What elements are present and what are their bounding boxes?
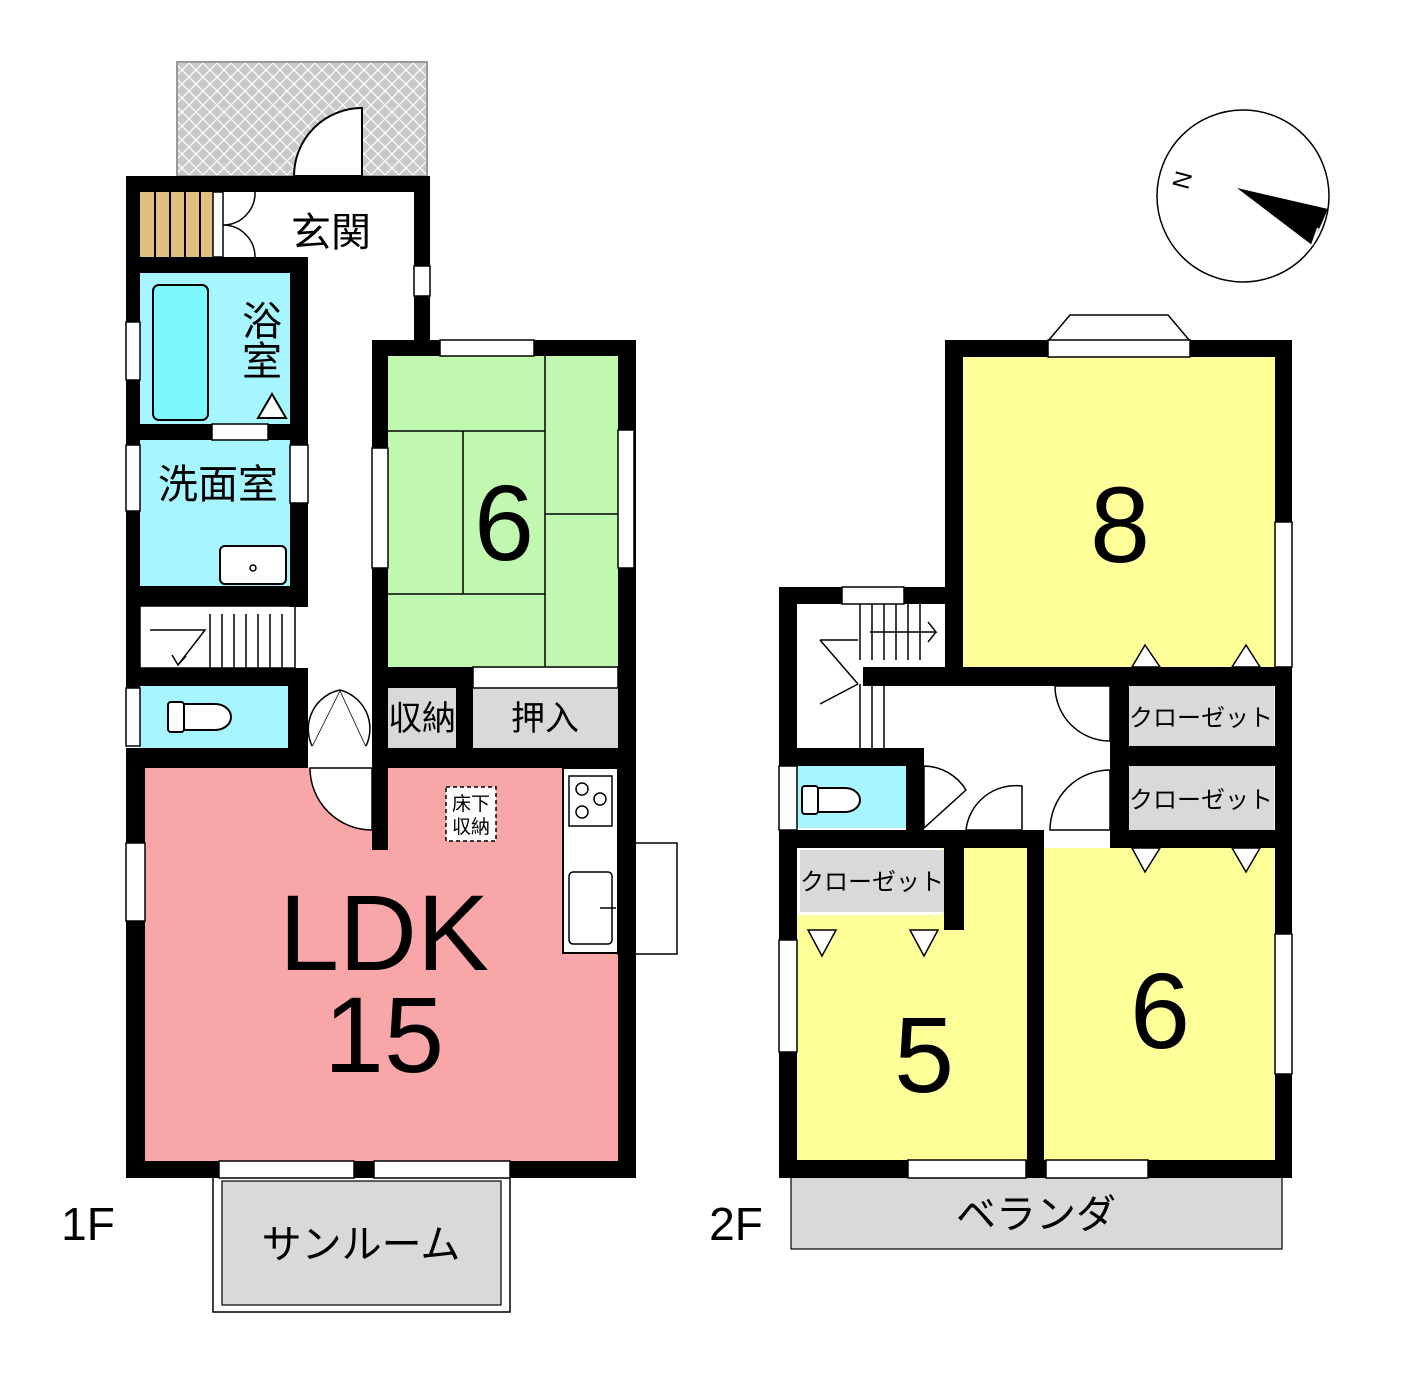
room-5 [797,915,1027,1160]
washitsu-size-label: 6 [474,462,534,583]
bathtub-icon [152,284,209,421]
burner-icon [575,805,589,819]
labels: 玄関 浴室 洗面室 6 収納 押入 床下 収納 LDK 15 サンルーム 1F … [61,168,1273,1267]
oshiire-room [473,688,618,748]
underfloor-storage [445,786,497,842]
closet-3-label: クローゼット [800,869,944,896]
underfloor-storage-label-2: 収納 [452,816,490,838]
underfloor-storage-label-1: 床下 [452,793,490,815]
veranda-label: ベランダ [956,1193,1116,1237]
room-6-size-label: 6 [1130,950,1190,1071]
room-5-size-label: 5 [894,994,954,1115]
stairs-1f [139,605,296,669]
oshiire-label: 押入 [511,700,579,738]
first-floor [125,61,678,1313]
doors-1f [211,191,373,831]
ldk-name-label: LDK [279,872,489,993]
veranda [790,1176,1283,1250]
bath-drain-icon [256,392,288,419]
windows-2f [778,339,1293,1179]
floor-label-1f: 1F [61,1198,115,1250]
genkan-step [140,192,213,257]
closet-1-area [1129,686,1274,746]
washitsu-room [388,356,618,667]
floor-label-2f: 2F [709,1198,763,1250]
closet-2-label: クローゼット [1129,787,1273,814]
genkan-label: 玄関 [291,211,371,255]
second-floor [778,314,1293,1250]
compass-north-label: N [1166,168,1197,192]
toilet-icon [801,785,861,815]
storage-label: 収納 [388,700,456,738]
doors-2f [806,643,1262,958]
bath-label: 浴室 [236,300,281,380]
bay-window [1046,314,1192,342]
windows-1f [125,265,635,1179]
stove-icon [568,775,613,827]
washroom-label: 洗面室 [158,463,278,507]
room-8 [963,357,1275,667]
burner-icon [575,782,589,796]
closet-3-area [800,850,944,912]
closet-2-area [1129,766,1274,830]
room-8-size-label: 8 [1090,464,1150,585]
burner-icon [593,792,607,806]
compass-icon [1156,109,1330,283]
sunroom-floor [221,1180,502,1306]
sink-drain-icon [249,564,257,572]
sunroom-label: サンルーム [262,1223,461,1267]
room-6-2f [1044,848,1274,1160]
genkan-step-lines [154,192,201,257]
closet-1-label: クローゼット [1129,705,1273,732]
storage-room [388,688,456,748]
toilet-icon [167,701,232,733]
tatami-lines [388,356,618,667]
ldk-size-label: 15 [324,974,444,1095]
